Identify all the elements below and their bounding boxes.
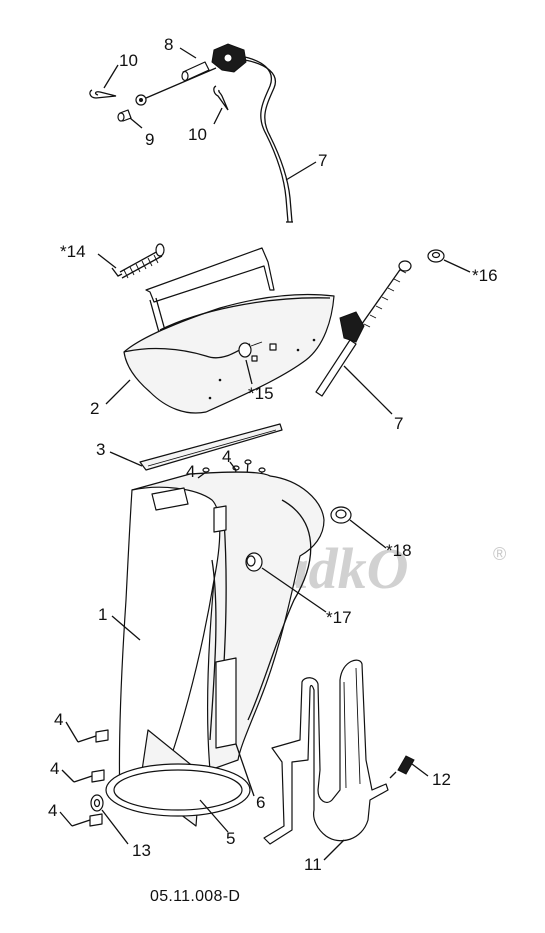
part-12-spring-pin: [389, 755, 415, 779]
part-8-pin: [181, 61, 210, 82]
callout-15-bolt: *15: [248, 384, 274, 403]
part-2-deflector: [123, 247, 335, 414]
callout-6-slot: 6: [256, 793, 265, 812]
callout-3-plate: 3: [96, 440, 105, 459]
callout-18-washer: *18: [386, 541, 412, 560]
callout-1-chute: 1: [98, 605, 107, 624]
callout-9-bushing: 9: [145, 130, 154, 149]
part-10-hairpin-left: [89, 89, 117, 99]
part-1-chute: [105, 471, 325, 827]
callout-7-cable: 7: [318, 151, 327, 170]
part-7-upper-cable: [211, 43, 293, 223]
callout-12-spring-pin: 12: [432, 770, 451, 789]
callout-17-boss: *17: [326, 608, 352, 627]
callout-10-hairpin-left: 10: [119, 51, 138, 70]
callout-8-pin: 8: [164, 35, 173, 54]
part-13-nut: [90, 794, 104, 812]
callout-7-adjuster: 7: [394, 414, 403, 433]
callout-14-spring: *14: [60, 242, 86, 261]
part-10-hairpin-right: [213, 85, 229, 111]
part-18-washer: [330, 506, 352, 524]
watermark-registered-mark: ®: [493, 544, 506, 564]
part-4-bolts-left: [71, 729, 109, 827]
callout-2-deflector: 2: [90, 399, 99, 418]
part-14-spring: [111, 243, 165, 279]
part-3-plate: [139, 423, 283, 471]
callout-11-crank-rod: 11: [304, 855, 322, 874]
callout-4-bolt-top-left: 4: [186, 462, 195, 481]
part-7-lower-adjuster: [315, 260, 412, 397]
callout-4-bolt-left-2: 4: [50, 759, 59, 778]
callout-4-bolt-left-3: 4: [48, 801, 57, 820]
callout-5-wing: 5: [226, 829, 235, 848]
callout-10-hairpin-right: 10: [188, 125, 207, 144]
drawing-code: 05.11.008-D: [150, 888, 241, 905]
callout-16-nut: *16: [472, 266, 498, 285]
callout-labels: 10 8 9 10 7 *14 *16 2 *15 7 3 4 4 *18 1 …: [48, 35, 498, 874]
leader-lines: [59, 47, 471, 861]
callout-4-bolt-top-right: 4: [222, 447, 231, 466]
part-11-crank-rod: [263, 659, 389, 845]
part-16-nut: [427, 249, 445, 263]
part-9-bushing: [117, 67, 217, 122]
callout-13-nut: 13: [132, 841, 151, 860]
callout-4-bolt-left-1: 4: [54, 710, 63, 729]
